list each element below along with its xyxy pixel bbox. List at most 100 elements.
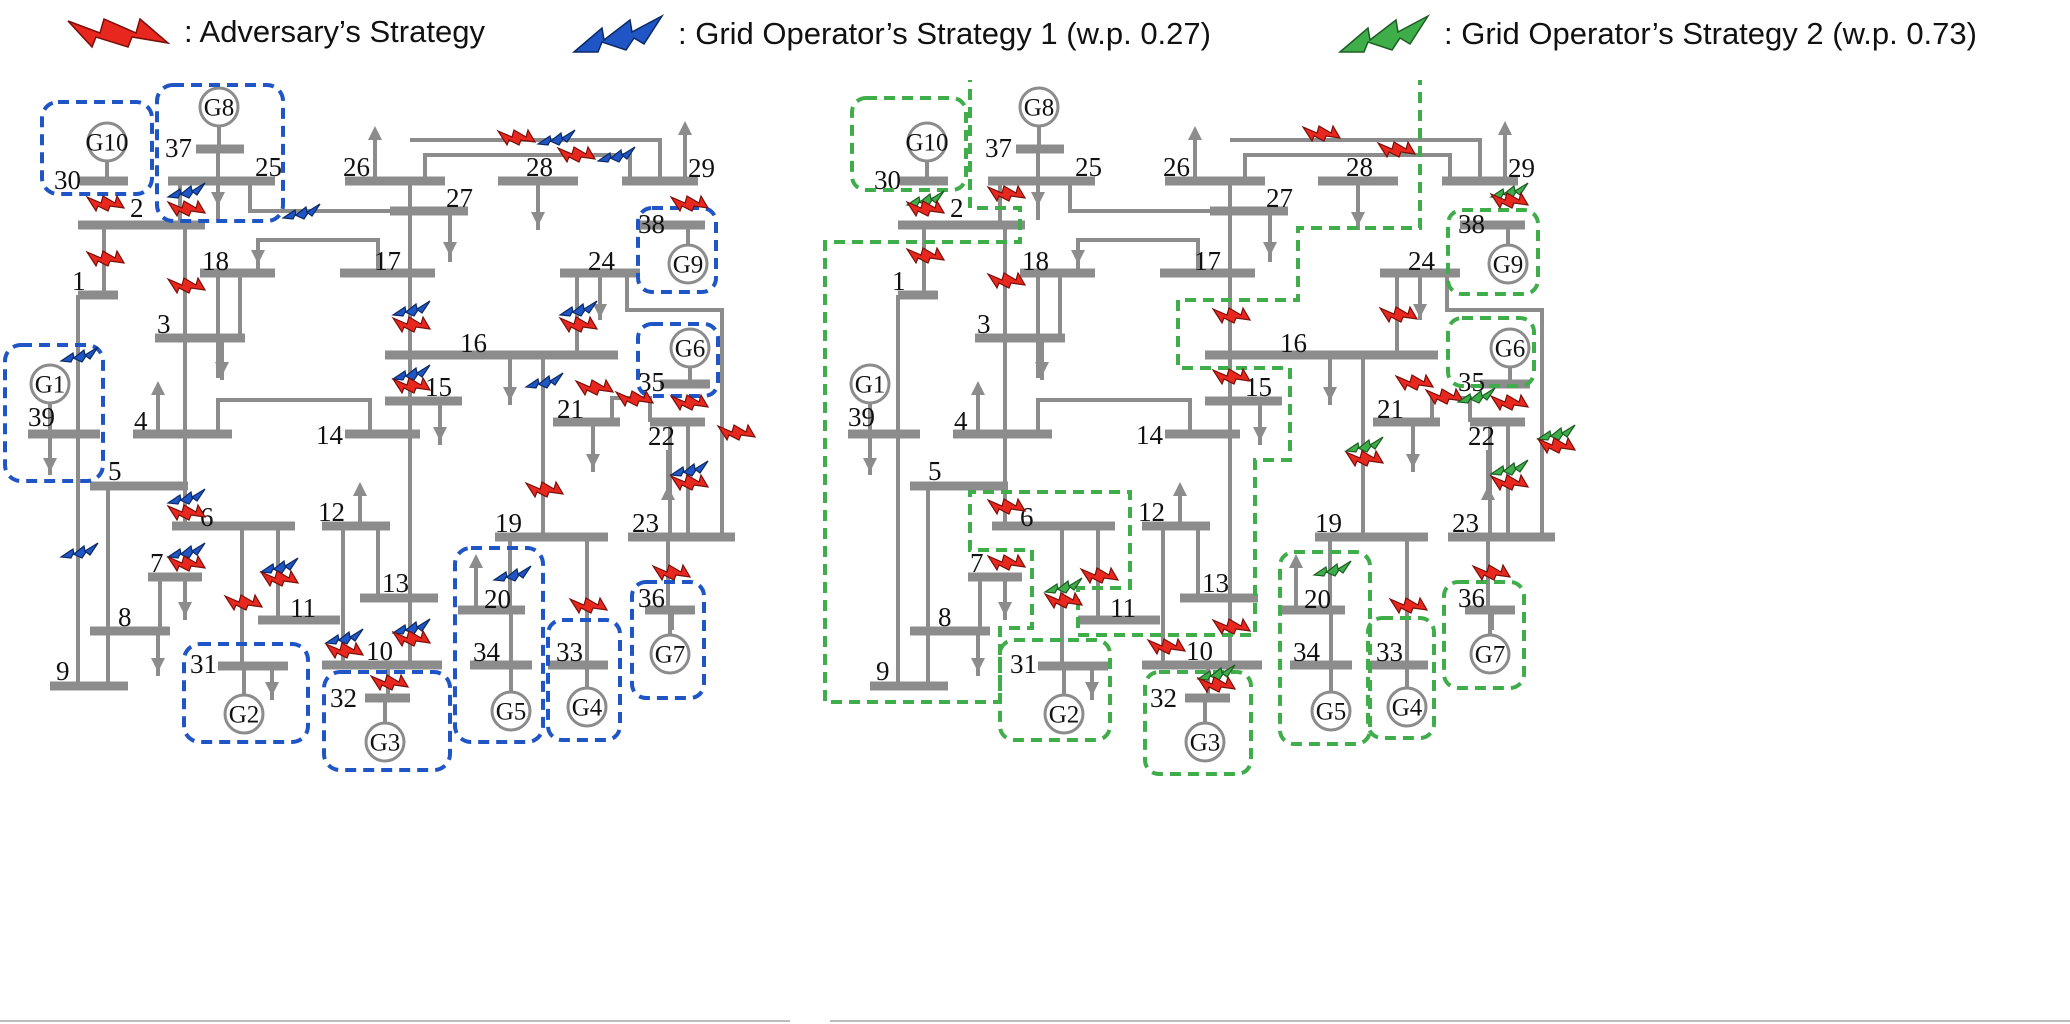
- adversary-attack-icon: [669, 194, 710, 213]
- adversary-attack-icon: [524, 480, 565, 499]
- adversary-attack-icon: [986, 271, 1027, 290]
- bus-label-24: 24: [1408, 246, 1436, 276]
- adversary-attack-icon: [85, 249, 126, 268]
- bus-label-26: 26: [343, 152, 370, 182]
- load-arrow-down-icon: [1413, 304, 1427, 318]
- generator-label-g8: G8: [204, 95, 235, 122]
- bus-label-13: 13: [382, 568, 409, 598]
- operator-strategy-1-icon: [391, 364, 431, 381]
- bus-label-27: 27: [1266, 183, 1293, 213]
- load-arrow-down-icon: [1031, 192, 1045, 206]
- operator-strategy-1-icon: [669, 460, 709, 477]
- bus-label-20: 20: [484, 584, 511, 614]
- operator-strategy-1-icon: [59, 346, 99, 363]
- defense-zone: [636, 206, 718, 294]
- generator-label-g4: G4: [1392, 695, 1423, 722]
- adversary-attack-icon: [1471, 563, 1512, 582]
- load-arrow-up-icon: [1481, 486, 1495, 500]
- bus-label-4: 4: [954, 406, 968, 436]
- bus-label-1: 1: [892, 266, 906, 296]
- defense-zone: [1143, 670, 1253, 776]
- adversary-attack-icon: [259, 569, 300, 588]
- load-arrow-up-icon: [1289, 554, 1303, 568]
- bus-label-18: 18: [1022, 246, 1049, 276]
- load-arrow-down-icon: [531, 212, 545, 226]
- generator-g10: [86, 121, 128, 163]
- adversary-attack-icon: [556, 145, 597, 164]
- generator-g6: [669, 327, 711, 369]
- bus-label-21: 21: [557, 394, 584, 424]
- bus-label-31: 31: [190, 649, 217, 679]
- load-arrow-down-icon: [593, 304, 607, 318]
- adversary-attack-icon: [1043, 591, 1084, 610]
- generator-label-g9: G9: [673, 252, 704, 279]
- load-arrow-down-icon: [503, 387, 517, 401]
- bus-label-28: 28: [1346, 152, 1373, 182]
- bus-label-38: 38: [1458, 209, 1485, 239]
- bus-label-31: 31: [1010, 649, 1037, 679]
- adversary-attack-icon: [166, 554, 207, 573]
- operator-strategy-2-icon: [1456, 387, 1496, 404]
- load-arrow-down-icon: [1263, 242, 1277, 256]
- load-arrow-down-icon: [1071, 250, 1085, 264]
- generator-g9: [1487, 243, 1529, 285]
- bus-label-37: 37: [165, 133, 192, 163]
- load-arrow-down-icon: [151, 658, 165, 672]
- bus-label-3: 3: [157, 309, 171, 339]
- bus-label-8: 8: [938, 602, 952, 632]
- bus-label-27: 27: [446, 183, 473, 213]
- transmission-line: [1076, 238, 1200, 273]
- bus-label-38: 38: [638, 209, 665, 239]
- generator-g7: [649, 633, 691, 675]
- defense-zone: [322, 670, 452, 772]
- load-arrow-down-icon: [586, 454, 600, 468]
- adversary-attack-icon: [905, 199, 946, 218]
- load-arrow-down-icon: [265, 682, 279, 696]
- adversary-attack-icon: [905, 246, 946, 265]
- generator-g9: [667, 243, 709, 285]
- generator-label-g5: G5: [1316, 699, 1347, 726]
- generator-g8: [1018, 86, 1060, 128]
- adversary-attack-icon: [391, 376, 432, 395]
- bus-label-1: 1: [72, 266, 86, 296]
- transmission-line: [1230, 138, 1482, 181]
- defense-zone: [636, 322, 720, 398]
- red-lightning-icon: [67, 17, 170, 49]
- ieee-39-bus-diagrams: 1234567891011121314151617181920212223242…: [0, 80, 2070, 1022]
- bus-label-25: 25: [255, 152, 282, 182]
- load-arrow-down-icon: [443, 242, 457, 256]
- adversary-attack-icon: [986, 497, 1027, 516]
- generator-g5: [1310, 690, 1352, 732]
- adversary-attack-icon: [568, 596, 609, 615]
- bus-label-39: 39: [848, 402, 875, 432]
- bus-label-6: 6: [200, 502, 214, 532]
- blue-lightning-icon: [572, 14, 664, 53]
- bus-label-23: 23: [1452, 508, 1479, 538]
- generator-g3: [364, 721, 406, 763]
- bus-label-2: 2: [130, 193, 144, 223]
- bus-label-16: 16: [460, 328, 487, 358]
- legend-strategy-1: : Grid Operator’s Strategy 1 (w.p. 0.27): [572, 14, 1211, 54]
- bus-label-10: 10: [1186, 636, 1213, 666]
- bus-label-16: 16: [1280, 328, 1307, 358]
- generator-g7: [1469, 633, 1511, 675]
- legend-adversary-label: : Adversary’s Strategy: [184, 14, 485, 49]
- load-arrow-down-icon: [1035, 362, 1049, 376]
- adversary-attack-icon: [1344, 449, 1385, 468]
- generator-label-g10: G10: [85, 130, 128, 157]
- adversary-attack-icon: [614, 389, 655, 408]
- bus-label-11: 11: [290, 593, 316, 623]
- adversary-attack-icon: [1211, 617, 1252, 636]
- bus-label-15: 15: [425, 372, 452, 402]
- load-arrow-up-icon: [661, 486, 675, 500]
- bus-label-23: 23: [632, 508, 659, 538]
- load-arrow-down-icon: [433, 427, 447, 441]
- defense-zone: [1446, 208, 1540, 296]
- defense-zone: [1442, 580, 1526, 690]
- legend-adversary: : Adversary’s Strategy: [66, 14, 485, 50]
- operator-strategy-2-icon: [1043, 577, 1083, 594]
- operator-strategy-1-icon: [492, 565, 532, 582]
- defense-zone: [1366, 616, 1436, 740]
- bus-label-15: 15: [1245, 372, 1272, 402]
- load-arrow-down-icon: [863, 458, 877, 472]
